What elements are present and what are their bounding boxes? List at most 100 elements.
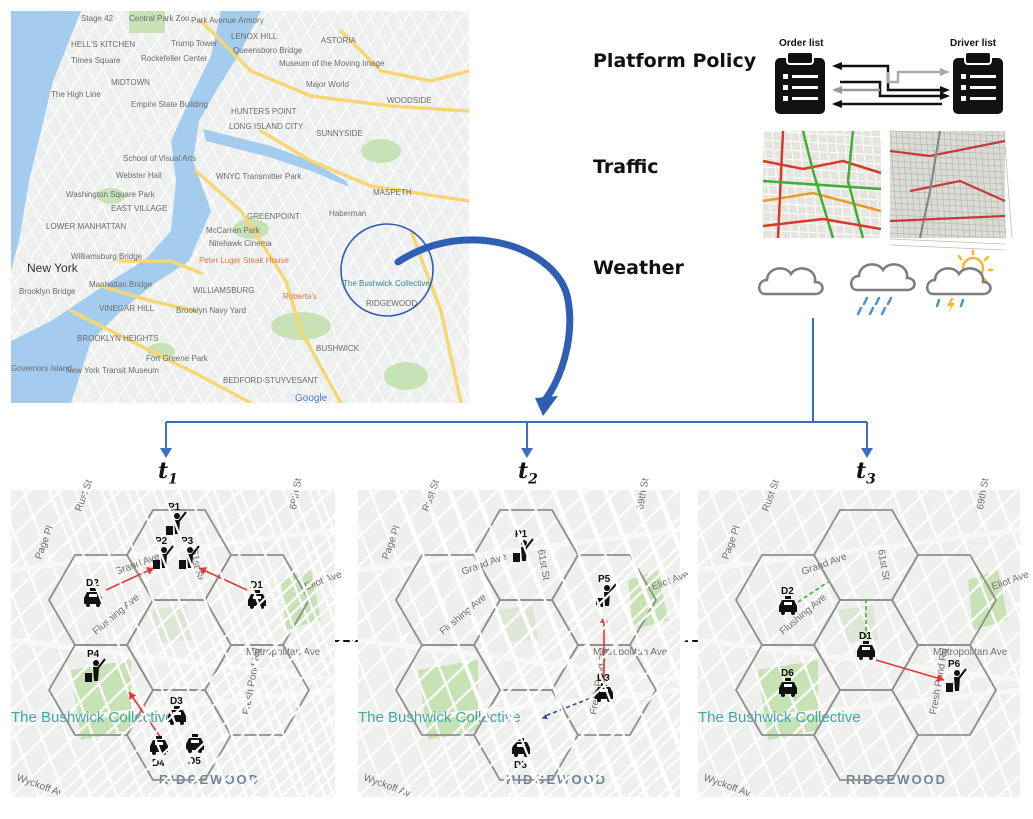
- svg-text:Governors Island: Governors Island: [11, 364, 72, 373]
- hex-cell: [812, 689, 920, 781]
- svg-text:Trump Tower: Trump Tower: [171, 39, 218, 48]
- street-label: 69th St: [635, 477, 651, 510]
- svg-text:The Bushwick Collective: The Bushwick Collective: [343, 279, 430, 288]
- platform-policy-label: Platform Policy: [593, 50, 757, 72]
- svg-text:VINEGAR HILL: VINEGAR HILL: [99, 304, 155, 313]
- svg-text:WNYC Transmitter Park: WNYC Transmitter Park: [216, 172, 302, 181]
- svg-text:Haberman: Haberman: [329, 209, 366, 218]
- policy-diagram: [775, 51, 1003, 114]
- svg-text:Park Avenue Armory: Park Avenue Armory: [191, 16, 264, 25]
- east-river: [11, 11, 261, 403]
- taxi-icon: [779, 678, 797, 697]
- driver-label: D1: [250, 580, 263, 591]
- street-label: 69th St: [288, 477, 304, 510]
- svg-text:MIDTOWN: MIDTOWN: [111, 78, 150, 87]
- svg-text:EAST VILLAGE: EAST VILLAGE: [111, 204, 167, 213]
- svg-text:Nitehawk Cinema: Nitehawk Cinema: [209, 239, 272, 248]
- svg-text:SUNNYSIDE: SUNNYSIDE: [316, 129, 363, 138]
- bushwick-collective-label: The Bushwick Collective: [358, 709, 521, 726]
- svg-text:RIDGEWOOD: RIDGEWOOD: [366, 299, 417, 308]
- street-label: Metropolitan Ave: [246, 647, 321, 658]
- driver-label: D6: [781, 668, 794, 679]
- svg-text:Central Park Zoo: Central Park Zoo: [129, 14, 190, 23]
- zoom-arrow-head: [535, 396, 558, 416]
- traffic-map-1: [762, 130, 891, 255]
- svg-text:New York: New York: [27, 261, 79, 275]
- svg-text:Brooklyn Bridge: Brooklyn Bridge: [19, 287, 76, 296]
- svg-text:BEDFORD-STUYVESANT: BEDFORD-STUYVESANT: [223, 376, 318, 385]
- svg-text:Museum of the Moving Image: Museum of the Moving Image: [279, 59, 385, 68]
- svg-text:HUNTERS POINT: HUNTERS POINT: [231, 107, 296, 116]
- taxi-icon: [84, 588, 102, 607]
- t3-arrow-head: [861, 448, 873, 458]
- driver-label: D3: [170, 696, 183, 707]
- svg-text:Peter Luger Steak House: Peter Luger Steak House: [199, 256, 289, 265]
- order-list-clipboard-icon: [775, 51, 825, 114]
- driver-label: D4: [152, 758, 165, 769]
- map-labels: Stage 42 Central Park Zoo Park Avenue Ar…: [11, 14, 431, 404]
- driver-label: D1: [859, 631, 872, 642]
- svg-text:MASPETH: MASPETH: [373, 188, 412, 197]
- street-label: 61st St: [875, 549, 891, 582]
- svg-text:BUSHWICK: BUSHWICK: [316, 344, 360, 353]
- svg-text:Roberta's: Roberta's: [283, 292, 317, 301]
- rain-cloud-icon: [850, 263, 916, 316]
- driver-label: D2: [86, 578, 99, 589]
- time-label-t2: t2: [518, 458, 538, 488]
- svg-text:Brooklyn Navy Yard: Brooklyn Navy Yard: [176, 306, 246, 315]
- order-list-label: Order list: [779, 38, 824, 49]
- passenger-label: P3: [181, 536, 194, 547]
- match-line: [797, 581, 829, 603]
- bushwick-highlight-circle: [340, 223, 434, 317]
- svg-text:The High Line: The High Line: [51, 90, 101, 99]
- svg-text:Google: Google: [295, 393, 328, 404]
- zoom-curved-arrow: [394, 236, 574, 404]
- taxi-icon: [779, 596, 797, 615]
- time-label-t1: t1: [158, 458, 178, 488]
- t2-arrow-head: [521, 448, 533, 458]
- svg-text:LONG ISLAND CITY: LONG ISLAND CITY: [229, 122, 304, 131]
- ridgewood-label: RIDGEWOOD: [846, 772, 947, 787]
- svg-text:WOODSIDE: WOODSIDE: [387, 96, 431, 105]
- traffic-label: Traffic: [593, 156, 659, 178]
- svg-text:Queensboro Bridge: Queensboro Bridge: [233, 46, 303, 55]
- t1-arrow-head: [160, 448, 172, 458]
- passenger-icon: [85, 658, 106, 682]
- nyc-map: Stage 42 Central Park Zoo Park Avenue Ar…: [11, 11, 469, 403]
- svg-text:Rockefeller Center: Rockefeller Center: [141, 54, 208, 63]
- driver-label: D2: [781, 586, 794, 597]
- svg-text:LOWER MANHATTAN: LOWER MANHATTAN: [46, 222, 126, 231]
- hex-cell: [472, 689, 580, 781]
- time-label-t3: t3: [856, 458, 876, 488]
- svg-text:HELL'S KITCHEN: HELL'S KITCHEN: [71, 40, 135, 49]
- taxi-icon: [857, 641, 875, 660]
- street-label: 69th St: [975, 477, 991, 510]
- sun-rain-cloud-icon: [926, 249, 994, 313]
- svg-text:ASTORIA: ASTORIA: [321, 36, 357, 45]
- street-label: Metropolitan Ave: [593, 647, 668, 658]
- svg-text:Times Square: Times Square: [71, 56, 121, 65]
- hudson-river: [11, 11, 81, 271]
- passenger-label: P2: [155, 536, 168, 547]
- driver-label: D5: [188, 756, 201, 767]
- hex-cell: [125, 689, 233, 781]
- weather-icons: [758, 249, 994, 316]
- svg-text:Williamsburg Bridge: Williamsburg Bridge: [71, 252, 143, 261]
- bushwick-collective-label: The Bushwick Collective: [11, 709, 174, 726]
- svg-text:School of Visual Arts: School of Visual Arts: [123, 154, 196, 163]
- svg-text:Empire State Building: Empire State Building: [131, 100, 208, 109]
- svg-text:McCarren Park: McCarren Park: [206, 226, 261, 235]
- passenger-icon: [946, 668, 967, 692]
- svg-text:Washington Square Park: Washington Square Park: [66, 190, 156, 199]
- svg-text:Manhattan Bridge: Manhattan Bridge: [89, 280, 153, 289]
- match-line: [875, 659, 945, 681]
- traffic-map-2: [889, 130, 1013, 251]
- passenger-label: P5: [598, 574, 611, 585]
- passenger-label: P1: [515, 529, 528, 540]
- match-line: [539, 695, 597, 719]
- svg-text:GREENPOINT: GREENPOINT: [247, 212, 300, 221]
- svg-text:Webster Hall: Webster Hall: [116, 171, 162, 180]
- street-label: Metropolitan Ave: [933, 647, 1008, 658]
